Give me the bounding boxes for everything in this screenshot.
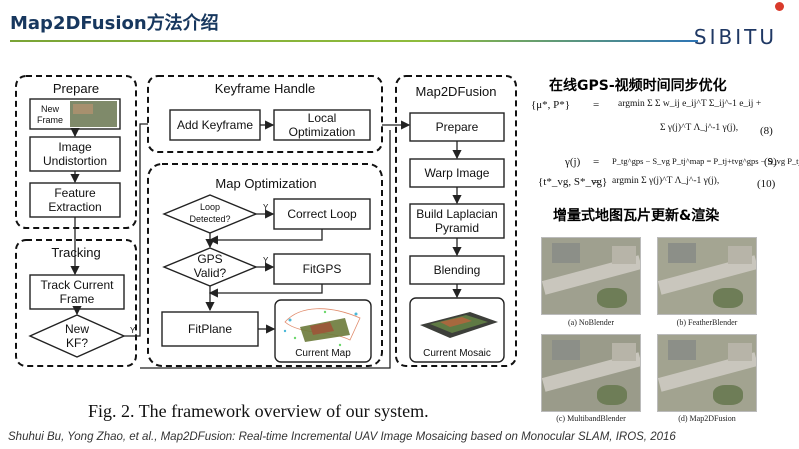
eq9-equals: =: [593, 156, 600, 168]
edge-correct-return: [208, 229, 323, 245]
image-undistortion-label-2: Undistortion: [43, 154, 107, 168]
map-optimization-title: Map Optimization: [215, 176, 316, 191]
thumb-map2dfusion-caption: (d) Map2DFusion: [678, 414, 736, 423]
gps-yes: Y: [263, 256, 269, 265]
feature-extraction-label-1: Feature: [54, 186, 96, 200]
eq8-equals: =: [593, 99, 600, 111]
logo: SIBITU: [693, 25, 777, 49]
loop-detected-label-2: Detected?: [189, 214, 230, 224]
image-undistortion-label-1: Image: [58, 140, 92, 154]
add-keyframe-box: [169, 109, 261, 141]
image-undistortion-box: [29, 136, 121, 172]
new-frame-label-2: Frame: [37, 115, 63, 125]
build-laplacian-label-1: Build Laplacian: [416, 207, 497, 221]
eq10-number: (10): [757, 178, 776, 190]
fitgps-box: [273, 253, 371, 285]
eq8-lhs: {μ*, P*}: [531, 99, 571, 111]
fitplane-box: [161, 311, 259, 347]
feature-extraction-label-2: Extraction: [48, 200, 101, 214]
loop-detected-label-1: Loop: [200, 202, 220, 212]
thumb-multibandblender: [541, 334, 641, 412]
thumb-noblender-caption: (a) NoBlender: [568, 318, 614, 327]
current-mosaic-label: Current Mosaic: [423, 348, 491, 359]
build-laplacian-box: [409, 203, 505, 239]
feature-extraction-box: [29, 182, 121, 218]
thumb-noblender: [541, 237, 641, 315]
map2dfusion-title: Map2DFusion: [416, 84, 497, 99]
eq10-rhs: argmin Σ γ(j)^T Λ_j^-1 γ(j),: [612, 176, 720, 186]
eq10-lhs: {t*_vg, S*_vg}: [538, 176, 608, 188]
thumb-multibandblender-caption: (c) MultibandBlender: [556, 414, 626, 423]
current-map-label: Current Map: [295, 348, 351, 359]
correct-loop-box: [273, 198, 371, 230]
eq9-number: (9): [764, 156, 777, 168]
eq8-rhs-1: argmin Σ Σ w_ij e_ij^T Σ_ij^-1 e_ij +: [618, 99, 762, 109]
fitplane-label: FitPlane: [188, 322, 232, 336]
edge-fitgps-return: [208, 284, 323, 298]
gps-valid-label-2: Valid?: [194, 266, 227, 280]
build-laplacian-label-2: Pyramid: [435, 221, 479, 235]
add-keyframe-label: Add Keyframe: [177, 118, 253, 132]
correct-loop-label: Correct Loop: [287, 207, 357, 221]
tile-title: 增量式地图瓦片更新&渲染: [553, 208, 720, 224]
new-frame-label-1: New: [41, 104, 60, 114]
local-optimization-label-2: Optimization: [289, 125, 356, 139]
prepare-title: Prepare: [53, 81, 99, 96]
current-map-graphic: [283, 308, 361, 347]
track-current-frame-label-2: Frame: [60, 292, 95, 306]
eq9-rhs: P_tg^gps − S_vg P_tj^map = P_tj+tvg^gps …: [612, 156, 799, 166]
new-kf-label-1: New: [65, 322, 89, 336]
sync-title: 在线GPS-视频时间同步优化: [549, 78, 727, 94]
eq8-number: (8): [760, 125, 773, 137]
gps-valid-label-1: GPS: [197, 252, 222, 266]
current-mosaic-graphic: [420, 312, 498, 338]
new-kf-label-2: KF?: [66, 336, 88, 350]
figure-caption: Fig. 2. The framework overview of our sy…: [88, 401, 429, 421]
fitgps-label: FitGPS: [303, 262, 342, 276]
eq10-equals: =: [593, 176, 600, 188]
new-frame-thumbnail-detail: [73, 104, 93, 114]
edge-tracking-bottom: [140, 130, 391, 369]
m2d-prepare-label: Prepare: [436, 120, 479, 134]
track-current-frame-label-1: Track Current: [41, 278, 115, 292]
warp-image-label: Warp Image: [425, 166, 490, 180]
loop-yes: Y: [263, 203, 269, 212]
new-kf-diamond: [28, 314, 126, 358]
thumb-map2dfusion: [657, 334, 757, 412]
track-current-frame-box: [29, 274, 125, 310]
thumb-featherblender: [657, 237, 757, 315]
eq9-lhs: γ(j): [565, 156, 581, 168]
thumb-featherblender-caption: (b) FeatherBlender: [676, 318, 738, 327]
framework-diagram: Prepare New Frame Image Undistortion Fea…: [15, 75, 517, 369]
tracking-title: Tracking: [51, 245, 100, 260]
local-optimization-box: [273, 109, 371, 141]
blending-label: Blending: [434, 263, 481, 277]
new-kf-yes: Y: [130, 326, 136, 335]
slide-title: Map2DFusion方法介绍: [10, 13, 219, 34]
keyframe-handle-title: Keyframe Handle: [215, 81, 315, 96]
eq8-rhs-2: Σ γ(j)^T Λ_j^-1 γ(j),: [660, 123, 739, 133]
citation: Shuhui Bu, Yong Zhao, et al., Map2DFusio…: [8, 431, 676, 443]
title-rule: [10, 40, 698, 42]
local-optimization-label-1: Local: [308, 111, 337, 125]
logo-dot: [775, 2, 784, 11]
